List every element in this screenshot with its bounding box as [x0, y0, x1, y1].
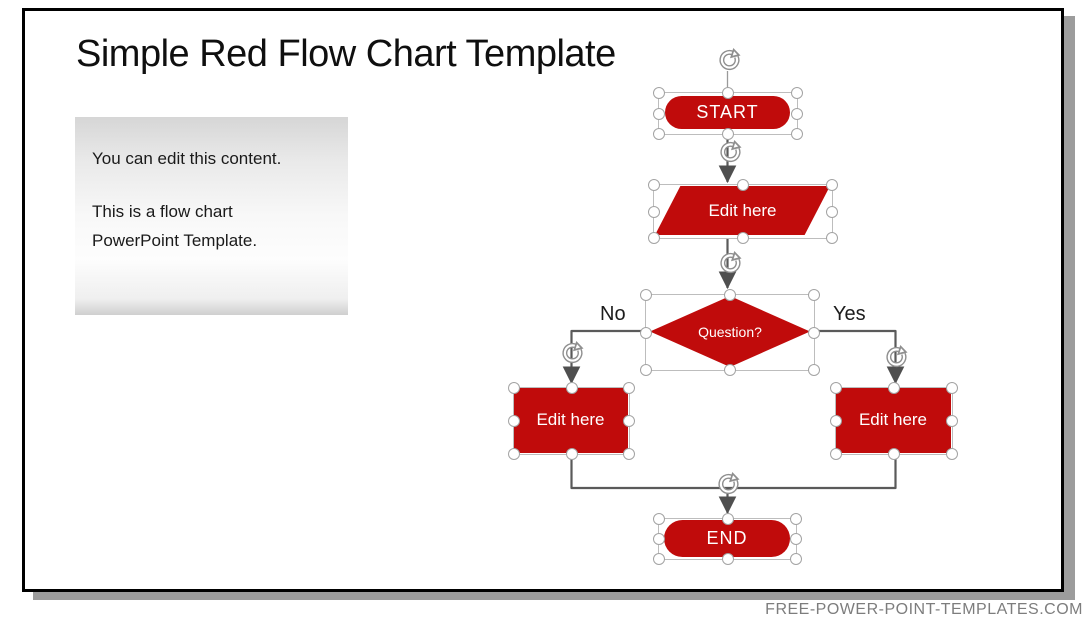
selection-handle[interactable] — [808, 326, 820, 339]
selection-handle[interactable] — [791, 87, 803, 99]
rotate-handle-icon[interactable] — [718, 250, 744, 276]
edge-label-yes: Yes — [833, 303, 866, 325]
selection-handle[interactable] — [508, 382, 520, 394]
flow-node-end[interactable]: END — [664, 520, 790, 557]
selection-handle[interactable] — [791, 107, 803, 120]
flow-node-start-label: START — [696, 102, 759, 122]
selection-handle[interactable] — [724, 289, 736, 301]
selection-handle[interactable] — [508, 415, 520, 427]
selection-handle[interactable] — [946, 382, 958, 394]
selection-handle[interactable] — [888, 382, 900, 394]
rotate-handle-icon[interactable] — [717, 47, 743, 73]
selection-handle[interactable] — [640, 364, 652, 376]
selection-handle[interactable] — [565, 448, 578, 460]
selection-handle[interactable] — [623, 448, 635, 460]
selection-handle[interactable] — [721, 513, 734, 525]
selection-handle[interactable] — [946, 415, 958, 427]
selection-handle[interactable] — [623, 415, 635, 427]
flow-node-start[interactable]: START — [665, 96, 790, 129]
flow-node-input[interactable]: Edit here — [655, 186, 830, 235]
selection-handle[interactable] — [653, 553, 665, 565]
content-paragraph-2: This is a flow chart PowerPoint Template… — [92, 201, 258, 250]
rotate-handle-icon[interactable] — [718, 139, 744, 165]
selection-handle[interactable] — [724, 364, 736, 376]
content-textbox[interactable]: You can edit this content. This is a flo… — [75, 117, 348, 315]
selection-handle[interactable] — [826, 179, 838, 191]
selection-handle[interactable] — [790, 513, 802, 525]
selection-handle[interactable] — [648, 232, 660, 244]
flow-node-branch-left[interactable]: Edit here — [513, 387, 628, 453]
selection-handle[interactable] — [888, 448, 900, 460]
selection-handle[interactable] — [565, 382, 578, 394]
selection-handle[interactable] — [826, 205, 838, 218]
selection-handle[interactable] — [648, 205, 660, 218]
rotate-handle-icon[interactable] — [560, 340, 586, 366]
selection-handle[interactable] — [640, 326, 652, 339]
rotate-handle-icon[interactable] — [716, 471, 742, 497]
selection-handle[interactable] — [737, 232, 749, 244]
flow-node-input-label: Edit here — [708, 200, 777, 220]
content-paragraph-1: You can edit this content. — [92, 149, 282, 168]
selection-handle[interactable] — [830, 382, 842, 394]
selection-handle[interactable] — [653, 87, 665, 99]
selection-handle[interactable] — [830, 415, 842, 427]
selection-handle[interactable] — [790, 553, 802, 565]
selection-handle[interactable] — [653, 128, 665, 140]
flow-node-decision-label: Question? — [698, 323, 762, 340]
selection-handle[interactable] — [653, 107, 665, 120]
flow-node-branch-right[interactable]: Edit here — [835, 387, 951, 453]
selection-handle[interactable] — [830, 448, 842, 460]
selection-handle[interactable] — [722, 87, 734, 99]
selection-handle[interactable] — [653, 533, 665, 545]
selection-handle[interactable] — [946, 448, 958, 460]
selection-handle[interactable] — [721, 553, 734, 565]
selection-handle[interactable] — [653, 513, 665, 525]
selection-handle[interactable] — [648, 179, 660, 191]
selection-handle[interactable] — [808, 364, 820, 376]
edge-label-no: No — [600, 303, 626, 325]
rotate-handle-icon[interactable] — [884, 344, 910, 370]
slide-title[interactable]: Simple Red Flow Chart Template — [76, 33, 616, 75]
watermark-text: FREE-POWER-POINT-TEMPLATES.COM — [765, 601, 1083, 618]
selection-handle[interactable] — [791, 128, 803, 140]
selection-handle[interactable] — [808, 289, 820, 301]
flow-node-branch-left-label: Edit here — [536, 410, 605, 429]
flow-node-branch-right-label: Edit here — [858, 410, 928, 429]
selection-handle[interactable] — [640, 289, 652, 301]
flow-node-end-label: END — [706, 528, 748, 548]
selection-handle[interactable] — [737, 179, 749, 191]
selection-handle[interactable] — [826, 232, 838, 244]
selection-handle[interactable] — [790, 533, 802, 545]
selection-handle[interactable] — [508, 448, 520, 460]
selection-handle[interactable] — [623, 382, 635, 394]
